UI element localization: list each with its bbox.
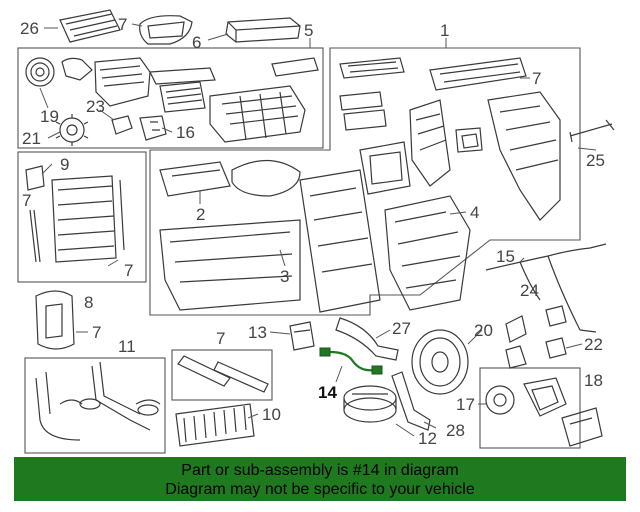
part-18-motor [561,407,603,447]
part-9-sensor [25,165,45,191]
part-8-core [29,175,125,263]
callout-10: 10 [262,405,281,424]
part-21-gear [55,114,89,146]
callout-23: 23 [86,97,105,116]
callout-28: 28 [446,421,465,440]
part-5-assembly [149,57,319,143]
part-1-case [159,57,561,313]
part-27-duct [335,317,399,361]
group-box-7-filter [171,349,273,401]
callout-15: 15 [496,247,515,266]
callout-20: 20 [474,321,493,340]
callout-18: 18 [584,371,603,390]
part-7-seal-lower [35,290,75,350]
callout-26: 26 [20,19,39,38]
callout-7-left: 7 [22,191,31,210]
callout-14: 14 [318,383,337,402]
part-7-top-seal [139,15,193,45]
callout-8: 8 [84,293,93,312]
callout-6: 6 [192,33,201,52]
group-box-1 [149,47,581,316]
part-7-filter-pieces [177,355,269,393]
callout-7-mid: 7 [124,261,133,280]
parts-diagram: 26 7 6 5 1 7 25 19 23 21 16 9 7 2 3 4 15… [17,9,615,454]
callout-1: 1 [440,21,449,40]
callout-7-lower: 7 [92,323,101,342]
callout-25: 25 [586,151,605,170]
part-11-pipes [35,361,161,441]
part-20-wheel [411,329,469,395]
callout-7-top: 7 [118,15,127,34]
banner-line-1: Part or sub-assembly is #14 in diagram [181,462,459,479]
leader-lines [39,23,597,437]
callout-2: 2 [196,205,205,224]
callout-21: 21 [22,129,41,148]
part-12-blower [343,385,397,423]
callout-22: 22 [584,335,603,354]
callout-27: 27 [392,319,411,338]
info-banner: Part or sub-assembly is #14 in diagram D… [14,457,626,501]
part-16-actuator [139,115,167,141]
part-14-harness [319,347,383,375]
part-10-filter [175,403,255,447]
part-6-filter [225,17,301,43]
part-22-actuators [545,305,567,359]
group-box-8 [17,151,147,283]
callout-7-filter: 7 [216,329,225,348]
banner-line-2: Diagram may not be specific to your vehi… [165,481,475,498]
callout-4: 4 [470,203,479,222]
group-box-11 [24,357,166,454]
part-28-duct [391,371,431,431]
part-17-gear [485,377,567,417]
callout-12: 12 [418,429,437,448]
callout-7-right: 7 [532,69,541,88]
part-13-resistor [289,321,315,351]
callout-3: 3 [280,267,289,286]
callout-11: 11 [118,337,136,356]
callout-13: 13 [248,323,267,342]
callout-5: 5 [304,21,313,40]
part-19-fan [25,57,55,87]
callout-19: 19 [40,107,59,126]
group-box-5 [17,47,324,149]
part-24-bracket [505,315,527,369]
part-23-housing [61,57,151,135]
part-15-harness [485,243,607,333]
part-25-bolt [569,119,615,143]
callout-16: 16 [176,123,195,142]
callout-9: 9 [60,155,69,174]
callout-24: 24 [520,281,539,300]
callout-17: 17 [456,395,475,414]
part-26-duct [59,9,121,43]
group-box-17 [479,367,581,449]
